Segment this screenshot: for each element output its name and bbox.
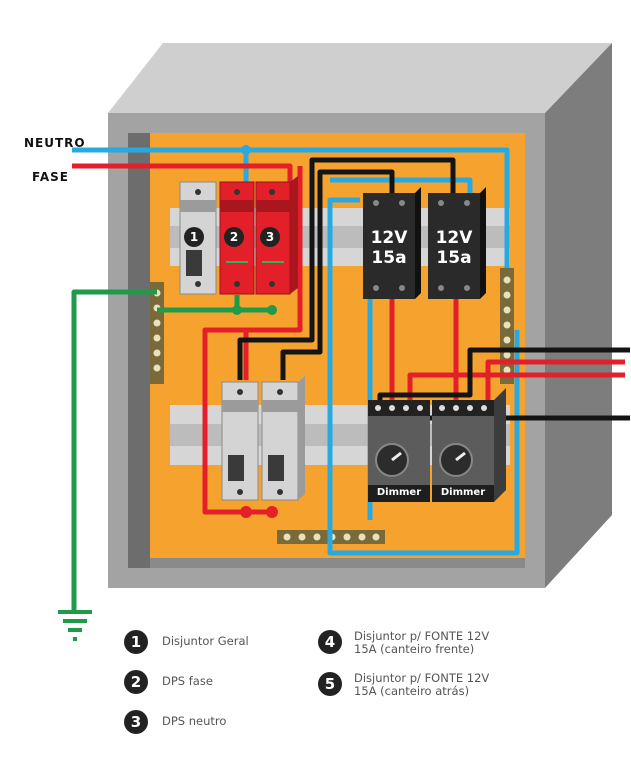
legend-text-2: DPS fase	[162, 674, 213, 688]
power-supply-1-current: 15a	[371, 248, 407, 268]
power-supply-1	[363, 187, 421, 299]
dimmer-2	[432, 388, 506, 502]
fase-label: FASE	[32, 170, 69, 184]
breaker-4	[221, 381, 259, 501]
neutral-bar	[500, 268, 514, 384]
legend-number-2: 2	[124, 670, 148, 694]
dimmer-2-label: Dimmer	[440, 487, 486, 498]
din-rail-top-slot	[170, 226, 510, 248]
power-supply-2-voltage: 12V	[435, 228, 473, 248]
legend-item-4: 4 Disjuntor p/ FONTE 12V 15A (canteiro f…	[318, 630, 489, 656]
legend-number-5: 5	[318, 672, 342, 696]
power-supply-2	[428, 187, 486, 299]
enclosure-right	[545, 43, 612, 588]
legend-text-4: Disjuntor p/ FONTE 12V 15A (canteiro fre…	[354, 629, 490, 656]
legend-text-1: Disjuntor Geral	[162, 634, 249, 648]
breaker-number-3: 3	[260, 227, 280, 247]
dimmer-1-label: Dimmer	[376, 487, 422, 498]
dimmer-1	[368, 400, 430, 502]
neutro-label: NEUTRO	[24, 136, 86, 150]
enclosure-top	[108, 43, 612, 113]
breaker-number-2: 2	[224, 227, 244, 247]
legend-item-1: 1 Disjuntor Geral	[124, 630, 249, 654]
legend-item-3: 3 DPS neutro	[124, 710, 226, 734]
ground-icon	[58, 610, 92, 641]
legend-item-5: 5 Disjuntor p/ FONTE 12V 15A (canteiro a…	[318, 672, 489, 698]
ground-bar	[150, 282, 164, 384]
enclosure	[108, 43, 612, 588]
power-supply-2-label: 12V 15a	[428, 228, 480, 268]
breaker-number-1: 1	[184, 227, 204, 247]
power-supply-2-current: 15a	[436, 248, 472, 268]
legend-number-4: 4	[318, 630, 342, 654]
power-supply-1-voltage: 12V	[370, 228, 408, 248]
breaker-5	[261, 376, 305, 501]
legend-number-1: 1	[124, 630, 148, 654]
legend-text-3: DPS neutro	[162, 714, 227, 728]
legend-number-3: 3	[124, 710, 148, 734]
legend-item-2: 2 DPS fase	[124, 670, 213, 694]
junction-dots	[232, 145, 278, 518]
panel-left-shadow	[128, 133, 150, 568]
legend-text-5: Disjuntor p/ FONTE 12V 15A (canteiro atr…	[354, 671, 490, 698]
power-supply-1-label: 12V 15a	[363, 228, 415, 268]
